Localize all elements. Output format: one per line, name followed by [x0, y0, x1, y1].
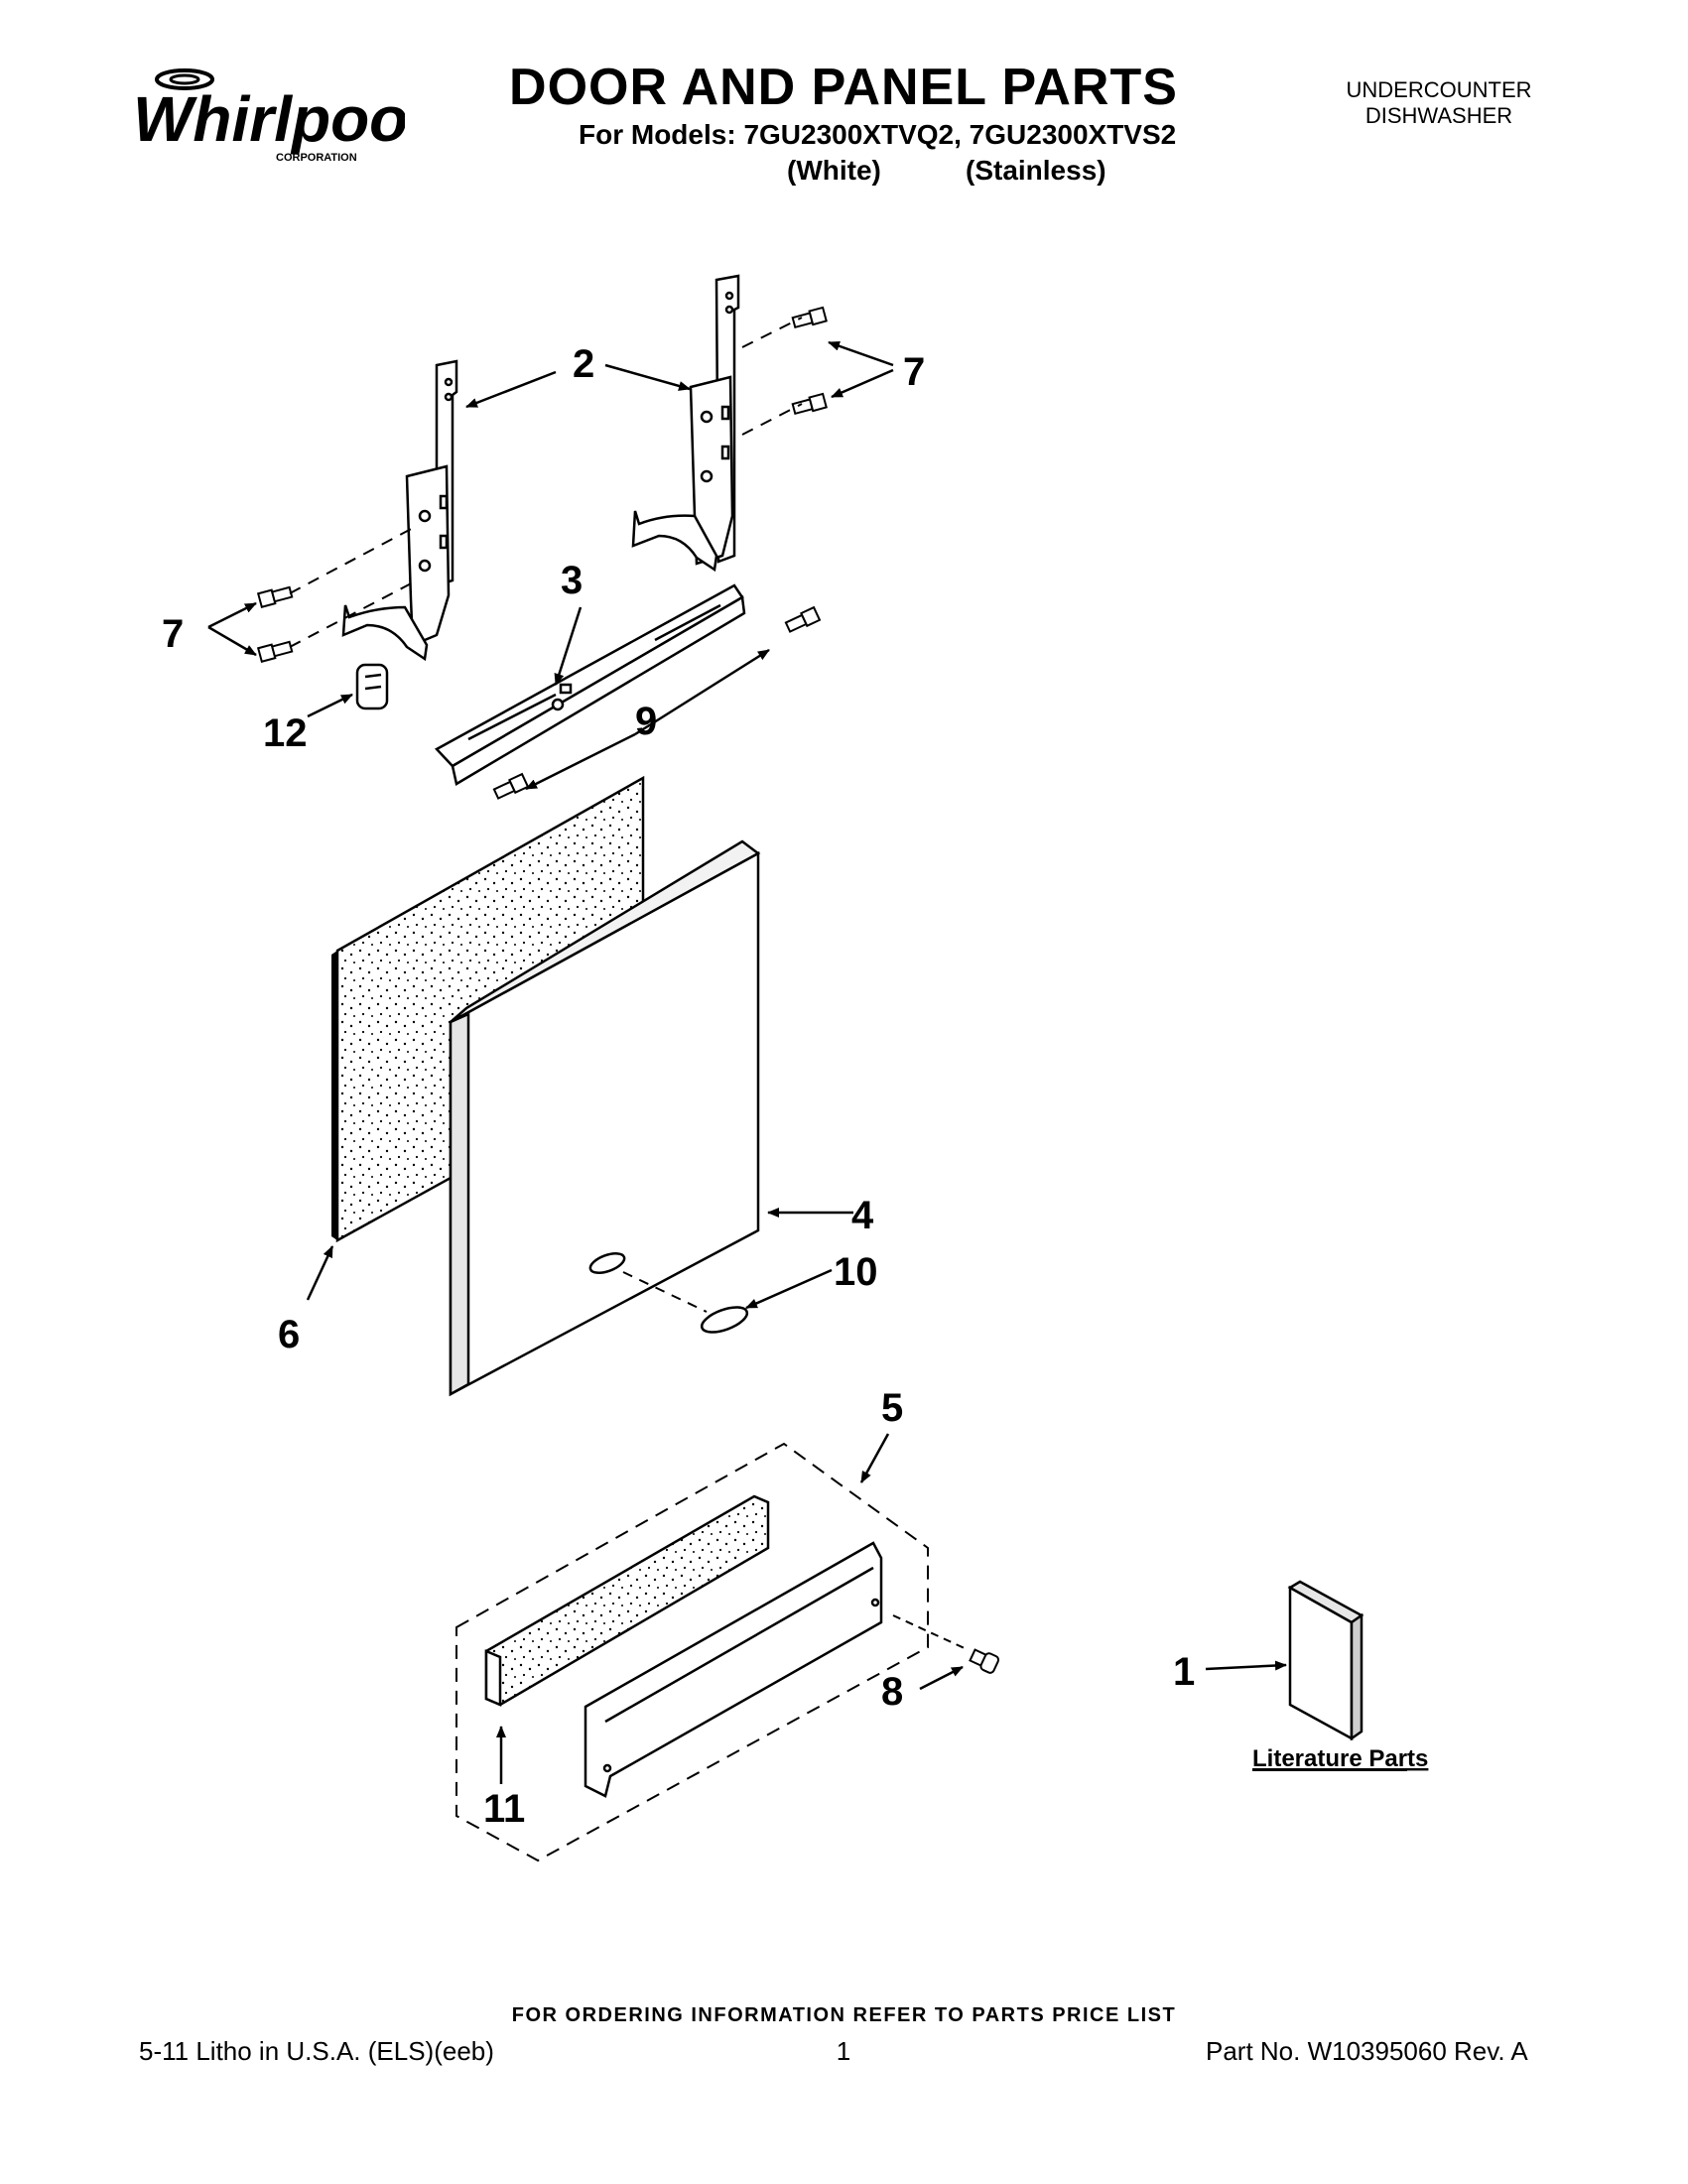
brand-wordmark: Whirlpool	[133, 83, 405, 155]
callout-12: 12	[263, 711, 308, 755]
callout-10: 10	[834, 1250, 878, 1294]
callout-11: 11	[483, 1787, 525, 1831]
brand-corporation: CORPORATION	[276, 152, 357, 164]
variant-stainless: (Stainless)	[966, 155, 1106, 186]
ordering-note: FOR ORDERING INFORMATION REFER TO PARTS …	[511, 2004, 1177, 2026]
outer-door-panel	[449, 839, 761, 1397]
page-title: DOOR AND PANEL PARTS	[509, 59, 1178, 116]
variant-white: (White)	[787, 155, 881, 186]
part-number: Part No. W10395060 Rev. A	[1206, 2036, 1528, 2066]
brace-screws	[492, 605, 822, 800]
callout-7-left: 7	[162, 612, 184, 656]
toe-panel	[584, 1541, 883, 1798]
hinge-arm-left	[341, 359, 458, 662]
hinge-arm-right	[631, 274, 740, 573]
callout-1: 1	[1173, 1650, 1195, 1694]
alignment-lines	[289, 317, 803, 648]
callout-leaders	[207, 340, 1287, 1784]
kit-outline	[455, 1442, 929, 1863]
category-line-2: DISHWASHER	[1364, 103, 1513, 128]
whirlpool-logo: Whirlpool CORPORATION	[133, 68, 405, 164]
door-brace	[434, 583, 746, 786]
door-badge	[700, 1306, 749, 1334]
callout-8: 8	[881, 1670, 903, 1714]
callout-4: 4	[851, 1194, 874, 1237]
door-bumper-clip	[355, 663, 389, 710]
callout-7-right: 7	[903, 350, 925, 394]
literature-parts-label: Literature Parts	[1252, 1745, 1428, 1772]
toe-panel-insulation	[484, 1494, 770, 1707]
category-line-1: UNDERCOUNTER	[1346, 77, 1532, 102]
callout-2: 2	[573, 342, 594, 386]
callout-5: 5	[881, 1386, 903, 1430]
page-number: 1	[836, 2036, 851, 2066]
litho-info: 5-11 Litho in U.S.A. (ELS)(eeb)	[139, 2036, 494, 2066]
literature-booklet	[1287, 1580, 1364, 1741]
callout-6: 6	[278, 1313, 300, 1356]
toe-panel-screw	[969, 1648, 1000, 1674]
model-numbers: For Models: 7GU2300XTVQ2, 7GU2300XTVS2	[579, 119, 1177, 150]
callout-3: 3	[561, 559, 583, 602]
callout-9: 9	[635, 700, 657, 743]
